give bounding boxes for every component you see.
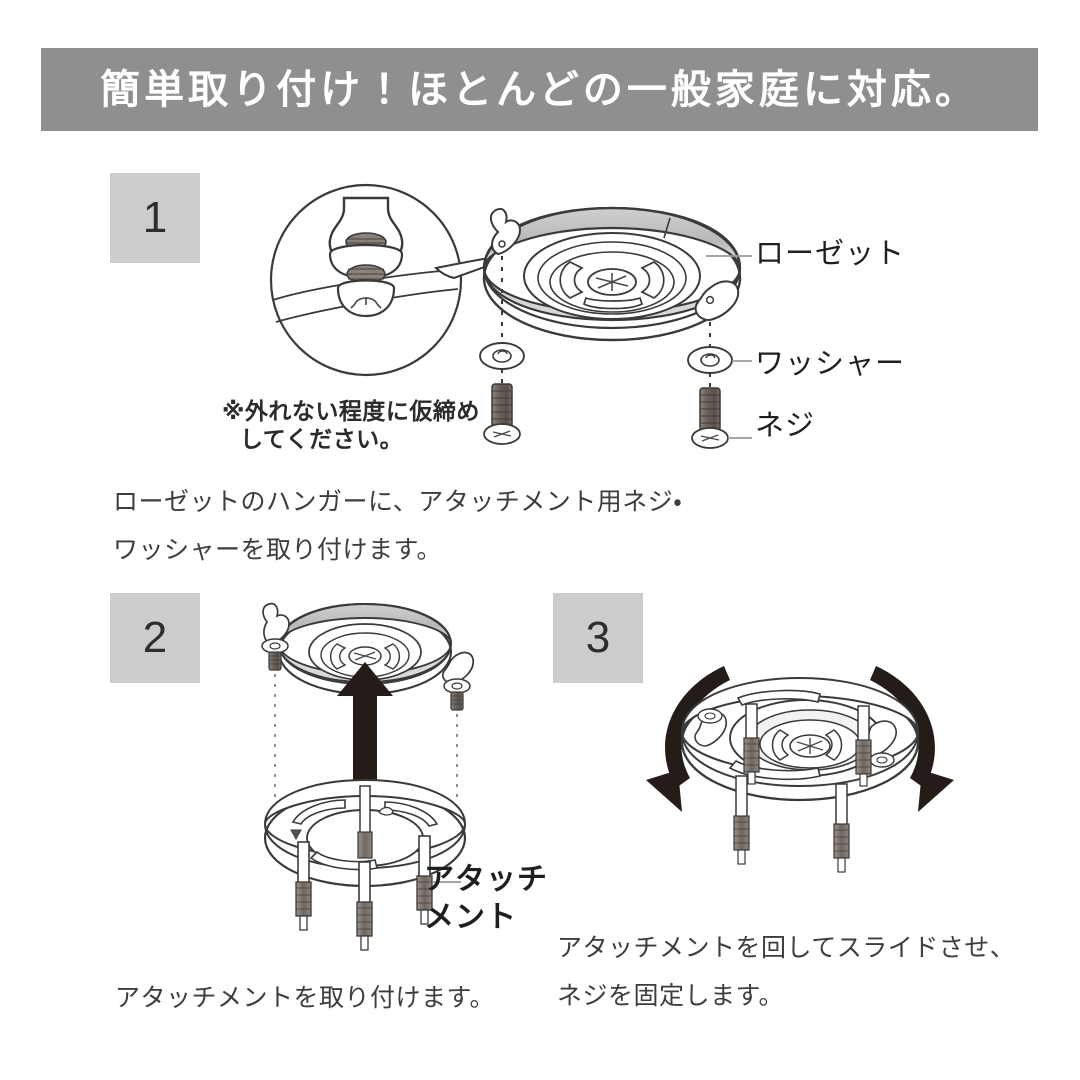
banner-title: 簡単取り付け！ほとんどの一般家庭に対応。 [100, 67, 979, 112]
callout-label-rosette: ローゼット [755, 238, 906, 270]
left-washer-screw-group [479, 256, 525, 445]
attachment-post [356, 861, 373, 951]
assembly-arrow-up [337, 662, 393, 838]
alignment-guides [274, 674, 458, 800]
step-number-3: 3 [585, 613, 611, 662]
step-number-1: 1 [142, 193, 168, 242]
step-number-badge-3: 3 [553, 593, 643, 683]
step-number-2: 2 [142, 613, 168, 662]
rosette-small [261, 602, 475, 711]
step-1-illustration [269, 183, 752, 449]
magnifier-detail [269, 183, 527, 377]
attachment-post [743, 703, 760, 785]
callout-leader-lines [706, 255, 752, 439]
step-1-note-line-1: ※外れない程度に仮締め [222, 398, 480, 424]
callout-label-attachment-line-2: メント [424, 901, 517, 934]
callout-label-screw: ネジ [755, 410, 816, 442]
header-banner: 簡単取り付け！ほとんどの一般家庭に対応。 [41, 48, 1038, 131]
step-1-note-line-2: してください。 [240, 426, 404, 452]
step-1-description-line-2: ワッシャーを取り付けます。 [113, 536, 443, 564]
step-number-badge-1: 1 [110, 173, 200, 263]
rotation-arrows [646, 666, 954, 812]
step-1-description-line-1: ローゼットのハンガーに、アタッチメント用ネジ・ [113, 488, 683, 516]
attachment-post [295, 841, 312, 931]
callout-label-attachment-line-1: アタッチ [424, 863, 548, 896]
rosette-assembly [482, 206, 742, 342]
attachment-post [833, 783, 850, 873]
step-3-description-line-1: アタッチメントを回してスライドさせ、 [557, 934, 1016, 962]
step-3-description-line-2: ネジを固定します。 [557, 982, 785, 1010]
assembled-unit [680, 676, 920, 873]
right-washer-screw-group [687, 322, 733, 449]
step-2-illustration [261, 602, 475, 951]
step-2-description: アタッチメントを取り付けます。 [115, 984, 496, 1012]
callout-label-washer: ワッシャー [755, 348, 906, 380]
attachment-plate [263, 778, 467, 951]
step-3-illustration [646, 666, 954, 873]
attachment-post [855, 705, 872, 787]
step-number-badge-2: 2 [110, 593, 200, 683]
attachment-post [733, 775, 750, 865]
attachment-post [416, 835, 433, 925]
